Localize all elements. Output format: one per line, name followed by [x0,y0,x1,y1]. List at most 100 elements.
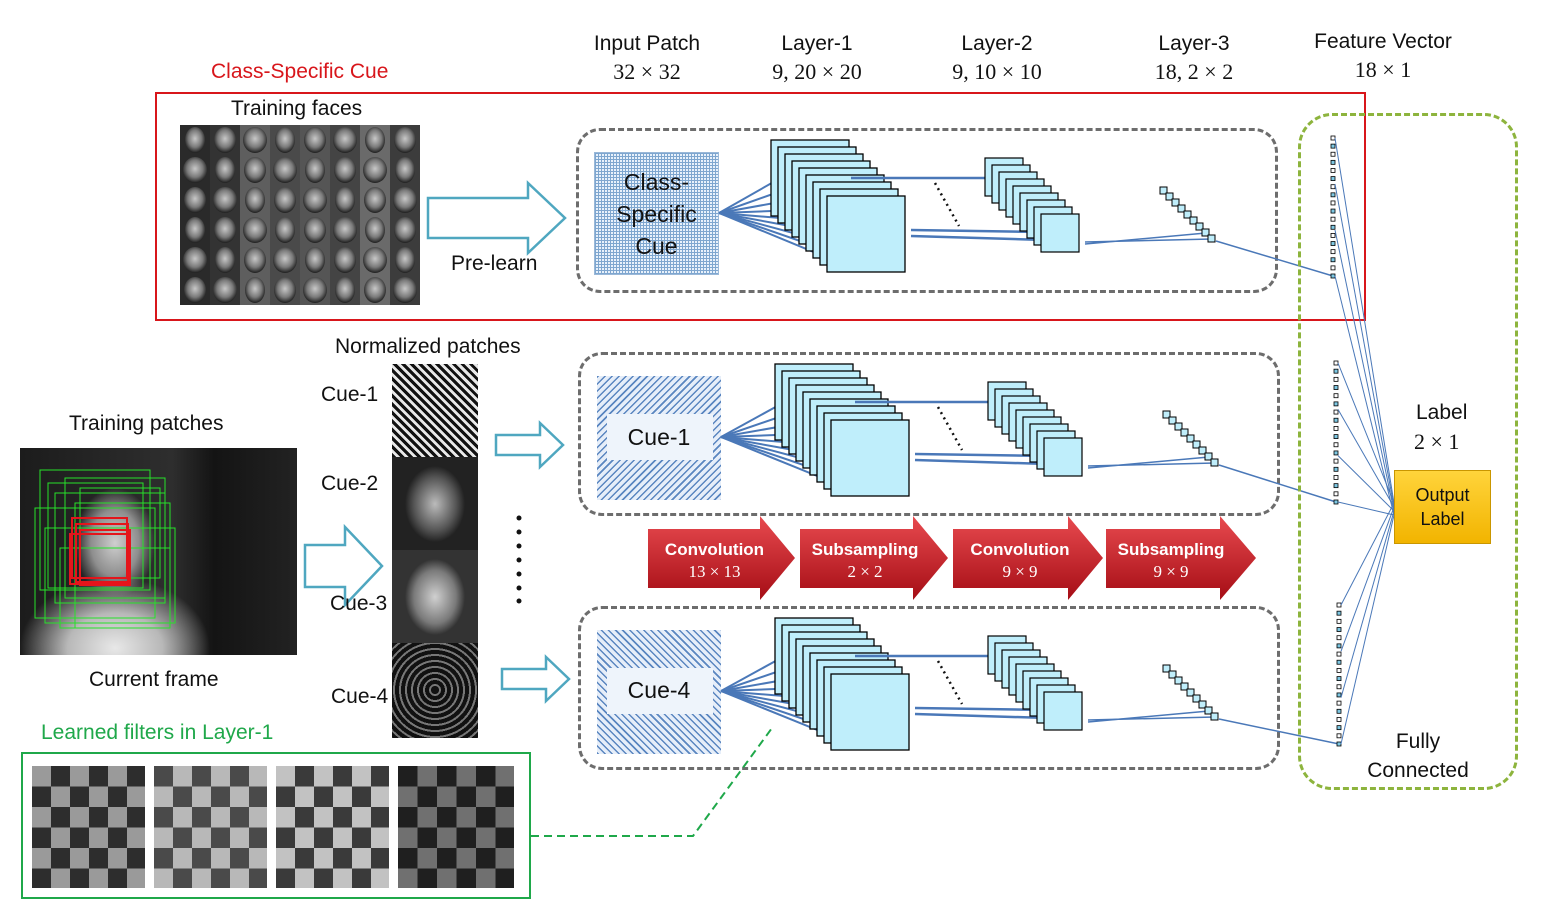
face-shape [335,187,355,213]
input-label-line-3: Cue [635,233,678,259]
face-shape [183,247,207,273]
face-shape [394,127,416,153]
face-shape [214,127,236,153]
face-shape [393,277,417,303]
cue1-arrow [494,420,565,470]
row-frame-cue1 [578,352,1280,516]
face-shape [273,157,297,183]
face-shape [215,157,235,183]
face-shape [274,277,296,303]
normalized-patch-cue1 [392,364,478,457]
face-shape [215,247,235,273]
header-feature-vector-title: Feature Vector [1314,30,1452,53]
header-layer1-title: Layer-1 [781,32,853,55]
input-label-cue1: Cue-1 [627,424,691,450]
face-shape [183,157,207,183]
output-label-line-2: Label [1420,509,1465,529]
input-label-box-cue4 [607,668,713,714]
header-input-patch: Input Patch 32 × 32 [577,30,717,86]
op-4-name: Subsampling [1117,540,1225,559]
input-label-box-cue1 [607,414,713,460]
op-3-name: Convolution [970,540,1070,559]
header-feature-vector: Feature Vector 18 × 1 [1300,28,1466,84]
normalized-patch-cue2 [392,457,478,550]
face-shape [394,217,416,243]
learned-filters-title: Learned filters in Layer-1 [41,721,274,744]
face-shape [393,187,417,213]
face-shape [243,217,267,243]
cue-label-4: Cue-4 [331,685,389,708]
input-label-line-1: Class- [623,169,690,195]
label-dims: 2 × 1 [1414,429,1460,454]
prelearn-label: Pre-learn [451,252,538,275]
face-shape [275,127,295,153]
face-shape [245,277,265,303]
face-shape [303,187,327,213]
face-shape [363,247,387,273]
class-specific-title: Class-Specific Cue [211,60,389,83]
face-shape [273,247,297,273]
input-label-line-2: Specific [616,201,697,227]
learned-filter-3 [276,766,389,888]
header-layer3: Layer-3 18, 2 × 2 [1124,30,1264,86]
face-shape [363,157,387,183]
face-shape [303,277,327,303]
fully-connected-frame [1298,113,1518,790]
header-layer2-title: Layer-2 [961,32,1033,55]
face-shape [335,277,355,303]
row-frame-cue4 [578,606,1280,770]
header-layer2-dims: 9, 10 × 10 [952,59,1042,84]
normalized-patch-cue4 [392,643,478,738]
face-shape [213,187,237,213]
face-shape [213,277,237,303]
op-label-3: Convolution 9 × 9 [957,539,1083,583]
face-shape [365,127,385,153]
face-shape [365,217,385,243]
learned-filter-2 [154,766,267,888]
face-shape [305,157,325,183]
header-layer1: Layer-1 9, 20 × 20 [747,30,887,86]
face-shape [334,247,356,273]
cue-label-3: Cue-3 [330,592,388,615]
op-label-4: Subsampling 9 × 9 [1108,539,1234,583]
face-shape [305,247,325,273]
face-shape [214,217,236,243]
face-shape [245,187,265,213]
output-label-box: Output Label [1394,470,1491,544]
fully-connected-label: Fully Connected [1362,727,1474,785]
face-shape [364,187,386,213]
face-shape [395,157,415,183]
op-2-size: 2 × 2 [847,562,883,581]
face-shape [184,187,206,213]
training-faces-label: Training faces [231,97,363,120]
header-layer3-title: Layer-3 [1158,32,1230,55]
header-layer2: Layer-2 9, 10 × 10 [924,30,1070,86]
op-label-2: Subsampling 2 × 2 [801,539,929,583]
current-frame-image [20,448,297,655]
face-shape [184,277,206,303]
cue4-arrow [500,654,571,704]
input-label-class-specific: Class- Specific Cue [594,166,719,262]
header-input-patch-dims: 32 × 32 [613,59,681,84]
training-faces-grid [180,125,420,305]
cue-label-1: Cue-1 [321,383,379,406]
op-2-name: Subsampling [811,540,919,559]
input-patch-class-specific [594,152,719,275]
face-shape [243,127,267,153]
face-shape [244,247,266,273]
face-shape [185,217,205,243]
output-label-line-1: Output [1415,485,1470,505]
label-title: Label [1416,401,1468,424]
face-shape [304,127,326,153]
op-3-size: 9 × 9 [1002,562,1038,581]
face-shape [333,217,357,243]
training-patches-label: Training patches [69,412,224,435]
face-shape [395,247,415,273]
face-shape [185,127,205,153]
row-frame-class-specific [576,128,1278,293]
header-layer1-dims: 9, 20 × 20 [772,59,862,84]
fully-connected-line-2: Connected [1367,759,1469,782]
training-faces-mosaic [180,125,420,305]
header-feature-vector-dims: 18 × 1 [1354,57,1412,82]
detection-boxes [34,469,176,629]
